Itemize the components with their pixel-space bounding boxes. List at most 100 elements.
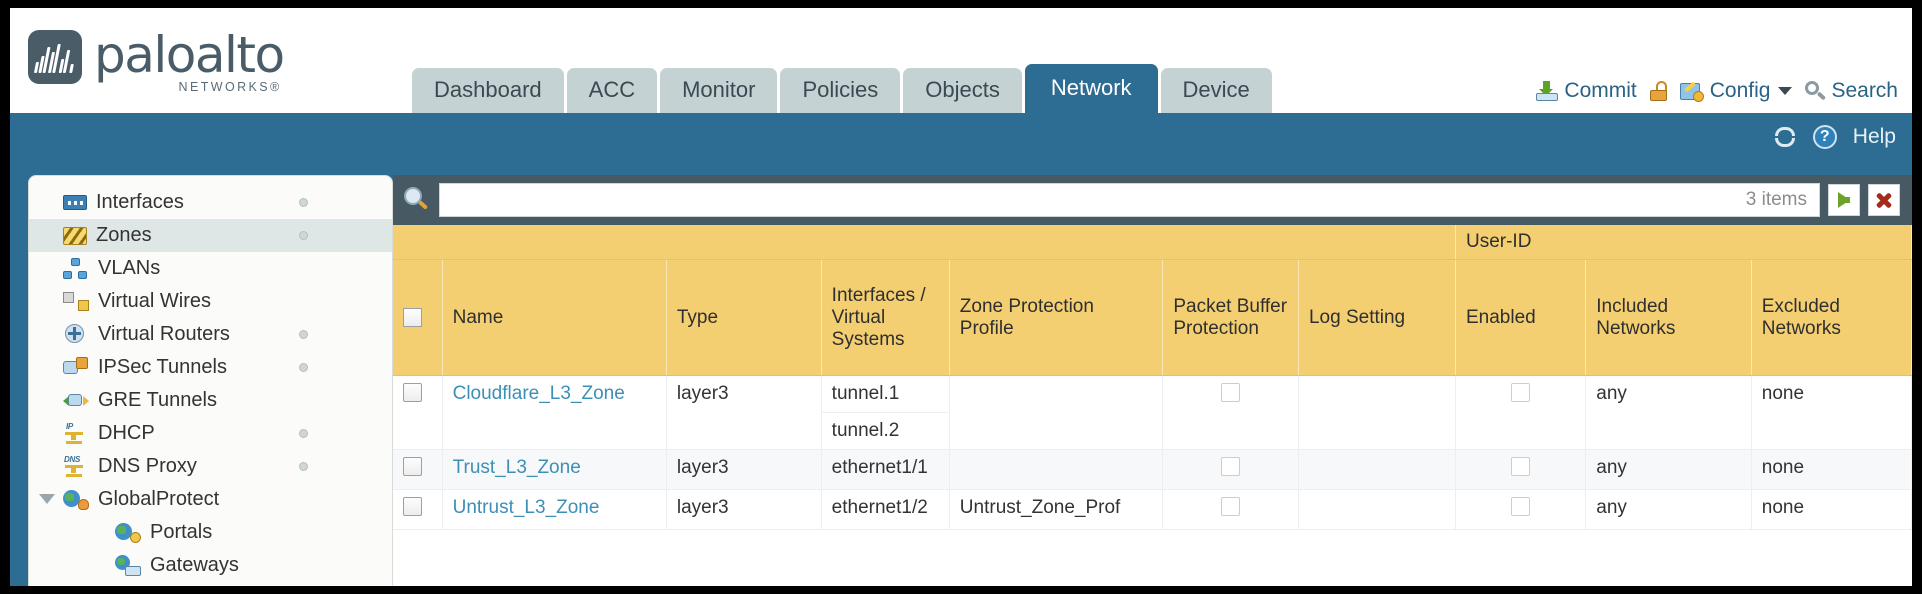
search-button[interactable]: Search (1805, 79, 1898, 103)
commit-label: Commit (1564, 79, 1637, 102)
sidebar-item-interfaces[interactable]: Interfaces (29, 186, 392, 219)
column-header-interfaces[interactable]: Interfaces / Virtual Systems (821, 259, 950, 376)
cell-name[interactable]: Trust_L3_Zone (442, 449, 667, 490)
zone-name-link[interactable]: Cloudflare_L3_Zone (452, 383, 625, 404)
group-header-userid: User-ID (1455, 225, 1912, 260)
column-header-included-networks[interactable]: Included Networks (1585, 259, 1752, 376)
gateways-icon (115, 555, 141, 576)
sidebar-item-virtual-wires[interactable]: Virtual Wires (29, 285, 392, 318)
column-header-enabled[interactable]: Enabled (1455, 259, 1587, 376)
search-icon[interactable] (403, 186, 431, 214)
brand-logo: paloalto NETWORKS® (28, 30, 285, 94)
apply-filter-button[interactable] (1828, 184, 1860, 216)
table-row[interactable]: Untrust_L3_Zone layer3 ethernet1/2 Untru… (393, 489, 1912, 530)
tab-device[interactable]: Device (1160, 67, 1272, 113)
column-header-excluded-networks[interactable]: Excluded Networks (1751, 259, 1912, 376)
config-lock-button[interactable] (1649, 81, 1667, 101)
tab-acc[interactable]: ACC (566, 67, 658, 113)
chevron-down-icon[interactable] (1778, 87, 1793, 95)
header-actions: Commit Config Search (1536, 79, 1898, 103)
sidebar-item-label: GRE Tunnels (98, 389, 217, 411)
row-select-cell[interactable] (393, 489, 443, 530)
paloalto-bars-logo-icon (28, 30, 82, 84)
tab-dashboard[interactable]: Dashboard (412, 67, 564, 113)
packet-buffer-protection-checkbox[interactable] (1221, 383, 1241, 402)
cell-name[interactable]: Untrust_L3_Zone (442, 489, 667, 530)
refresh-icon[interactable] (1773, 126, 1797, 148)
gre-tunnels-icon (63, 390, 89, 411)
column-header-log-setting[interactable]: Log Setting (1298, 259, 1456, 376)
status-dot (299, 429, 308, 438)
cell-name[interactable]: Cloudflare_L3_Zone (442, 375, 667, 450)
table-row[interactable]: Cloudflare_L3_Zone layer3 tunnel.1 tunne… (393, 375, 1912, 450)
dhcp-icon: IP (63, 422, 89, 444)
packet-buffer-protection-checkbox[interactable] (1221, 457, 1241, 476)
cell-log-setting (1298, 449, 1456, 490)
sidebar-item-zones[interactable]: Zones (29, 219, 392, 252)
cell-userid-enabled[interactable] (1455, 489, 1587, 530)
chevron-down-icon[interactable] (39, 494, 55, 504)
cell-userid-enabled[interactable] (1455, 375, 1587, 450)
tab-objects[interactable]: Objects (903, 67, 1022, 113)
tab-policies[interactable]: Policies (780, 67, 901, 113)
row-checkbox[interactable] (403, 383, 422, 402)
sidebar-item-gre-tunnels[interactable]: GRE Tunnels (29, 384, 392, 417)
config-label: Config (1709, 79, 1771, 102)
config-menu-button[interactable]: Config (1679, 79, 1793, 103)
zone-name-link[interactable]: Trust_L3_Zone (452, 457, 581, 478)
sidebar-item-vlans[interactable]: VLANs (29, 252, 392, 285)
search-bar: 3 items (393, 175, 1912, 225)
help-label[interactable]: Help (1852, 125, 1896, 148)
column-header-packet-buffer-protection[interactable]: Packet Buffer Protection (1162, 259, 1299, 376)
sidebar-item-portals[interactable]: Portals (29, 516, 392, 549)
sidebar-item-globalprotect[interactable]: GlobalProtect (29, 483, 392, 516)
sidebar: Interfaces Zones VLANs Virtual Wires Vir… (28, 175, 393, 586)
sidebar-item-label: Portals (150, 521, 213, 543)
select-all-checkbox[interactable] (403, 307, 422, 327)
tab-network[interactable]: Network (1024, 63, 1158, 113)
packet-buffer-protection-checkbox[interactable] (1221, 497, 1241, 516)
cell-packet-buffer-protection[interactable] (1162, 375, 1299, 450)
column-header-zone-protection-profile[interactable]: Zone Protection Profile (949, 259, 1164, 376)
sidebar-item-ipsec-tunnels[interactable]: IPSec Tunnels (29, 351, 392, 384)
zone-name-link[interactable]: Untrust_L3_Zone (452, 497, 600, 518)
table-header-row: Name Type Interfaces / Virtual Systems Z… (393, 259, 1912, 376)
sidebar-item-label: Zones (96, 224, 152, 246)
clear-filter-button[interactable] (1868, 184, 1900, 216)
cell-included-networks: any (1585, 489, 1752, 530)
search-field-wrapper[interactable]: 3 items (439, 183, 1820, 217)
tab-monitor[interactable]: Monitor (660, 67, 778, 113)
row-checkbox[interactable] (403, 457, 422, 476)
cell-type: layer3 (666, 449, 822, 490)
row-select-cell[interactable] (393, 375, 443, 450)
sidebar-item-label: VLANs (98, 257, 161, 279)
main-tabs: Dashboard ACC Monitor Policies Objects N… (412, 63, 1272, 113)
select-all-header[interactable] (393, 259, 443, 376)
status-dot (299, 363, 308, 372)
zones-table-container: User-ID Name Type Interfaces / Virtual S… (393, 225, 1912, 586)
userid-enabled-checkbox[interactable] (1511, 457, 1531, 476)
help-icon[interactable]: ? (1812, 125, 1837, 149)
group-header-spacer (393, 225, 1456, 260)
sidebar-item-dhcp[interactable]: IP DHCP (29, 417, 392, 450)
sidebar-item-gateways[interactable]: Gateways (29, 549, 392, 582)
userid-enabled-checkbox[interactable] (1511, 383, 1531, 402)
row-checkbox[interactable] (403, 497, 422, 516)
search-input[interactable] (440, 184, 1746, 216)
sidebar-item-virtual-routers[interactable]: Virtual Routers (29, 318, 392, 351)
cell-userid-enabled[interactable] (1455, 449, 1587, 490)
column-header-name[interactable]: Name (442, 259, 667, 376)
column-header-type[interactable]: Type (666, 259, 822, 376)
dns-proxy-icon: DNS (63, 455, 89, 477)
cell-excluded-networks: none (1751, 449, 1912, 490)
commit-button[interactable]: Commit (1536, 79, 1637, 103)
cell-packet-buffer-protection[interactable] (1162, 489, 1299, 530)
cell-packet-buffer-protection[interactable] (1162, 449, 1299, 490)
sidebar-item-label: Gateways (150, 554, 239, 576)
sidebar-item-label: Virtual Wires (98, 290, 211, 312)
row-select-cell[interactable] (393, 449, 443, 490)
sidebar-item-dns-proxy[interactable]: DNS DNS Proxy (29, 450, 392, 483)
cell-interfaces: ethernet1/2 (821, 489, 950, 530)
userid-enabled-checkbox[interactable] (1511, 497, 1531, 516)
table-row[interactable]: Trust_L3_Zone layer3 ethernet1/1 (393, 449, 1912, 490)
